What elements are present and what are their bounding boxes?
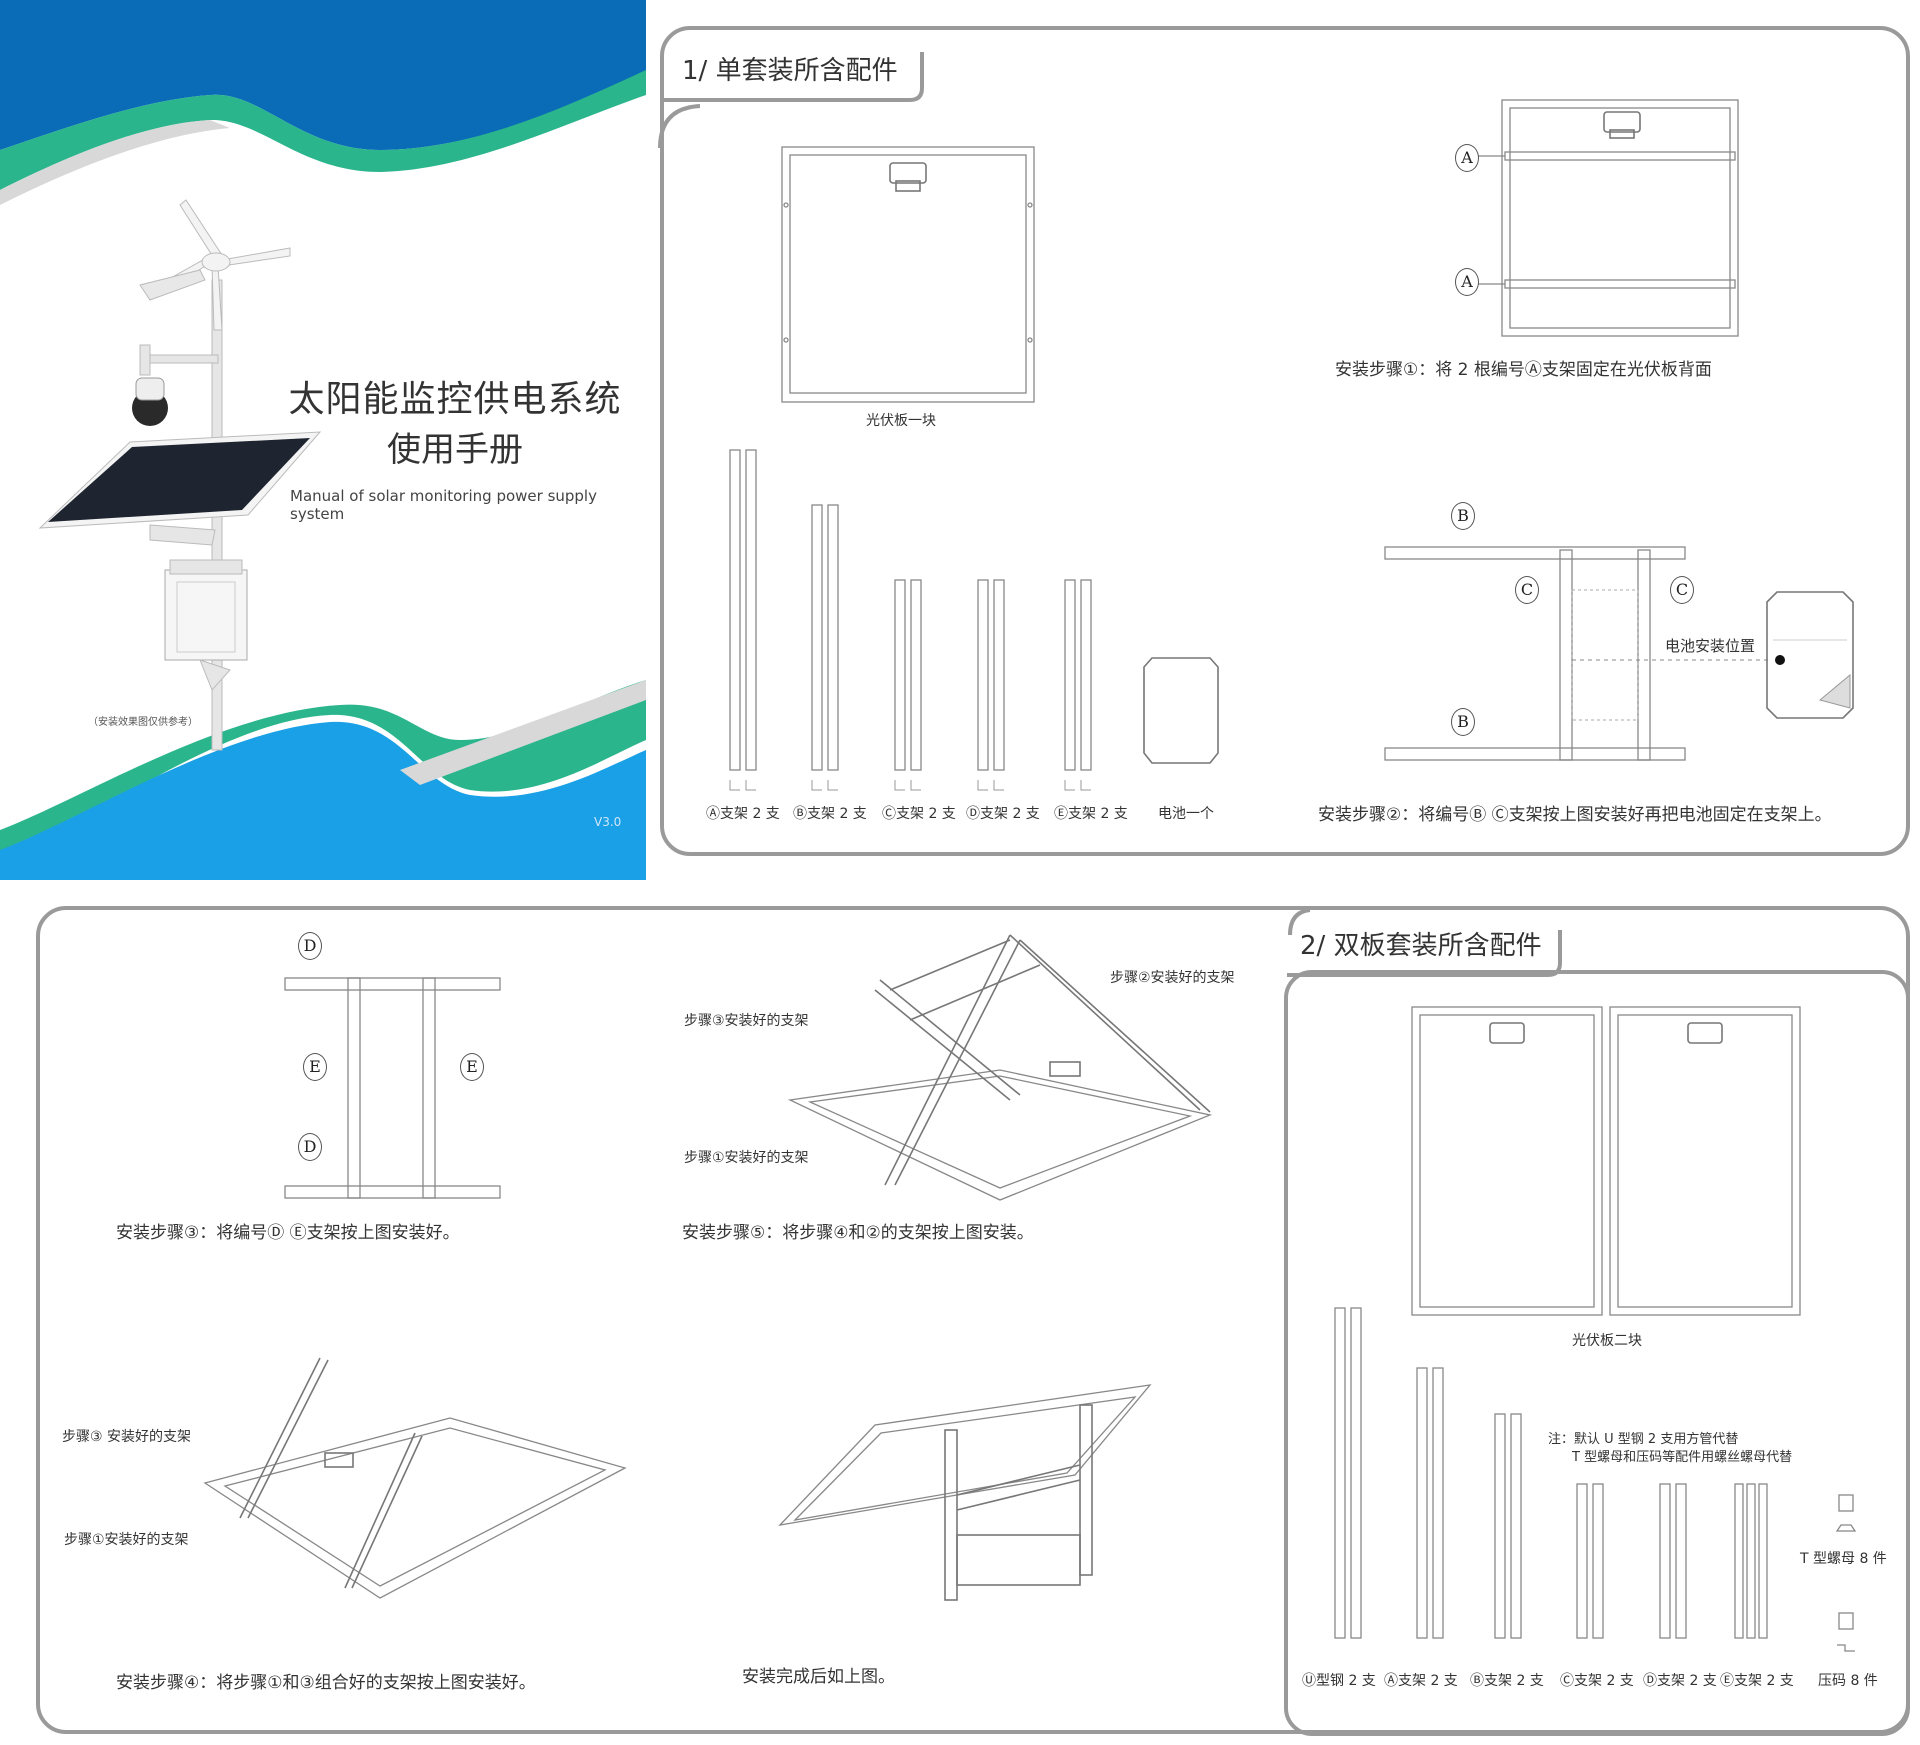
lbl-step1b-frame: 步骤①安装好的支架 [64,1532,189,1548]
double-rails [1334,1307,1768,1639]
double-panel-caption: 光伏板二块 [1572,1333,1642,1349]
mark-c-left: C [1515,576,1539,604]
cover-english-title: Manual of solar monitoring power supply … [290,487,597,523]
top-teal-wave [0,70,646,190]
step2-frame [1384,546,1785,761]
lbl-step2-frame: 步骤②安装好的支架 [1110,970,1235,986]
part-d: Ⓓ支架 2 支 [966,806,1040,822]
clamp-icon [1837,1612,1855,1652]
step5-assembly [787,934,1213,1201]
section1-title: 1/ 单套装所含配件 [676,50,904,87]
mark-e-right: E [460,1053,484,1081]
lbl-step3b-frame: 步骤③ 安装好的支架 [62,1429,192,1445]
battery-position-label: 电池安装位置 [1665,637,1756,655]
mark-a-top: A [1455,144,1479,172]
t-nut-label: T 型螺母 8 件 [1800,1551,1887,1567]
cover-subtitle: 使用手册 [387,430,523,470]
top-gray-band [0,120,230,205]
cover-version: V3.0 [594,815,622,829]
camera-arm [139,354,219,364]
mark-d-top: D [298,932,322,960]
cover-note: （安装效果图仅供参考） [88,717,198,728]
part2-b: Ⓑ支架 2 支 [1470,1673,1544,1689]
single-rails [729,449,1219,791]
wind-turbine [139,199,291,331]
cover-title: 太阳能监控供电系统 [288,379,622,420]
section1-panel [660,26,1910,856]
cover-solar-panel [38,431,322,529]
step2-caption: 安装步骤②：将编号Ⓑ Ⓒ支架按上图安装好再把电池固定在支架上。 [1318,805,1832,825]
final-assembly [778,1384,1152,1601]
section2-note1: 注：默认 U 型钢 2 支用方管代替 [1548,1432,1739,1447]
part-c: Ⓒ支架 2 支 [882,806,956,822]
part2-c: Ⓒ支架 2 支 [1560,1673,1634,1689]
section2-title: 2/ 双板套装所含配件 [1294,925,1548,962]
section2-panel [1284,970,1910,1736]
mark-d-bottom: D [298,1133,322,1161]
step4-caption: 安装步骤④：将步骤①和③组合好的支架按上图安装好。 [116,1673,536,1693]
cover-graphics [0,0,646,880]
step4-assembly [203,1357,627,1599]
manual-cover: 太阳能监控供电系统 使用手册 Manual of solar monitorin… [0,0,646,880]
part2-a: Ⓐ支架 2 支 [1384,1673,1458,1689]
mark-b-top: B [1451,502,1475,530]
part2-e: Ⓔ支架 2 支 [1720,1673,1794,1689]
mark-c-right: C [1670,576,1694,604]
bottom-gray-band [400,680,646,785]
step3-caption: 安装步骤③：将编号Ⓓ Ⓔ支架按上图安装好。 [116,1223,460,1243]
done-caption: 安装完成后如上图。 [742,1667,895,1687]
mark-b-bottom: B [1451,708,1475,736]
part2-clamp: 压码 8 件 [1818,1673,1878,1689]
step1-caption: 安装步骤①：将 2 根编号Ⓐ支架固定在光伏板背面 [1335,360,1712,380]
bottom-sky-wave [0,721,646,880]
lbl-step3-frame: 步骤③安装好的支架 [684,1013,809,1029]
part-b: Ⓑ支架 2 支 [793,806,867,822]
mark-a-bottom: A [1455,268,1479,296]
step5-caption: 安装步骤⑤：将步骤④和②的支架按上图安装。 [682,1223,1034,1243]
part-a: Ⓐ支架 2 支 [706,806,780,822]
battery-large [1766,591,1854,719]
part2-d: Ⓓ支架 2 支 [1643,1673,1717,1689]
step1-panel-back [1478,99,1739,337]
lbl-step1-frame: 步骤①安装好的支架 [684,1150,809,1166]
section2-note2: T 型螺母和压码等配件用螺丝螺母代替 [1572,1450,1793,1465]
mark-e-left: E [303,1053,327,1081]
step3-frame [284,977,501,1199]
part-battery: 电池一个 [1158,806,1214,822]
top-blue-wave [0,0,646,150]
part-e: Ⓔ支架 2 支 [1054,806,1128,822]
battery-small [1143,657,1219,764]
single-panel-caption: 光伏板一块 [866,413,936,429]
double-solar-panels [1411,1006,1801,1316]
t-nut-icon [1835,1494,1857,1532]
single-solar-panel [781,146,1035,403]
bottom-teal-wave [0,680,646,860]
part2-u: Ⓤ型钢 2 支 [1302,1673,1376,1689]
